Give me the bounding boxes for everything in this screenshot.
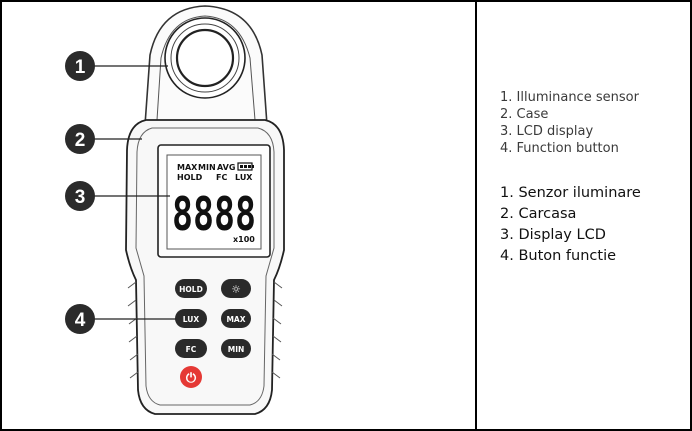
fc-button-label: FC: [186, 345, 197, 354]
lux-button[interactable]: LUX: [175, 309, 207, 328]
lcd-label-min: MIN: [198, 163, 216, 172]
lcd-label-hold: HOLD: [177, 173, 203, 182]
callout-3-number: 3: [75, 187, 86, 208]
lcd-label-max: MAX: [177, 163, 198, 172]
min-button-label: MIN: [228, 345, 245, 354]
legend-ro-item-3: 3. Display LCD: [500, 227, 606, 243]
callout-4: 4: [65, 304, 95, 334]
legend-en-item-1: 1. Illuminance sensor: [500, 90, 639, 105]
light-button[interactable]: ☼: [221, 279, 251, 298]
lcd-multiplier: x100: [233, 235, 255, 244]
fc-button[interactable]: FC: [175, 339, 207, 358]
callout-1-number: 1: [75, 57, 86, 78]
callout-2-number: 2: [75, 130, 86, 151]
callout-4-number: 4: [75, 310, 86, 331]
callout-1: 1: [65, 51, 95, 81]
battery-icon: [237, 162, 254, 171]
hold-button-label: HOLD: [179, 285, 203, 294]
column-divider: [475, 0, 477, 431]
legend-en-item-4: 4. Function button: [500, 141, 619, 156]
legend-ro-item-1: 1. Senzor iluminare: [500, 185, 641, 201]
legend-en-item-3: 3. LCD display: [500, 124, 594, 139]
lcd-label-avg: AVG: [217, 163, 235, 172]
function-buttons: HOLD ☼ LUX MAX FC MIN ⏻: [175, 279, 251, 388]
lcd-label-fc: FC: [216, 173, 227, 182]
legend-en-item-2: 2. Case: [500, 107, 549, 122]
legend-romanian: 1. Senzor iluminare 2. Carcasa 3. Displa…: [500, 183, 641, 267]
illuminance-sensor: [144, 5, 268, 126]
power-button[interactable]: ⏻: [180, 366, 202, 388]
min-button[interactable]: MIN: [221, 339, 251, 358]
legend-english: 1. Illuminance sensor 2. Case 3. LCD dis…: [500, 89, 639, 157]
lux-button-label: LUX: [183, 315, 200, 324]
light-icon: ☼: [231, 283, 241, 296]
lcd-digits: 8888: [172, 187, 256, 241]
legend-ro-item-2: 2. Carcasa: [500, 206, 577, 222]
callout-3: 3: [65, 181, 95, 211]
hold-button[interactable]: HOLD: [175, 279, 207, 298]
legend-ro-item-4: 4. Buton functie: [500, 248, 617, 264]
lcd-display: MAX MIN AVG HOLD FC LUX 8888 x100: [157, 144, 271, 258]
leader-lines: [94, 65, 176, 320]
max-button[interactable]: MAX: [221, 309, 251, 328]
lcd-label-lux: LUX: [235, 173, 253, 182]
max-button-label: MAX: [226, 315, 245, 324]
callout-2: 2: [65, 124, 95, 154]
power-icon: ⏻: [186, 371, 197, 386]
